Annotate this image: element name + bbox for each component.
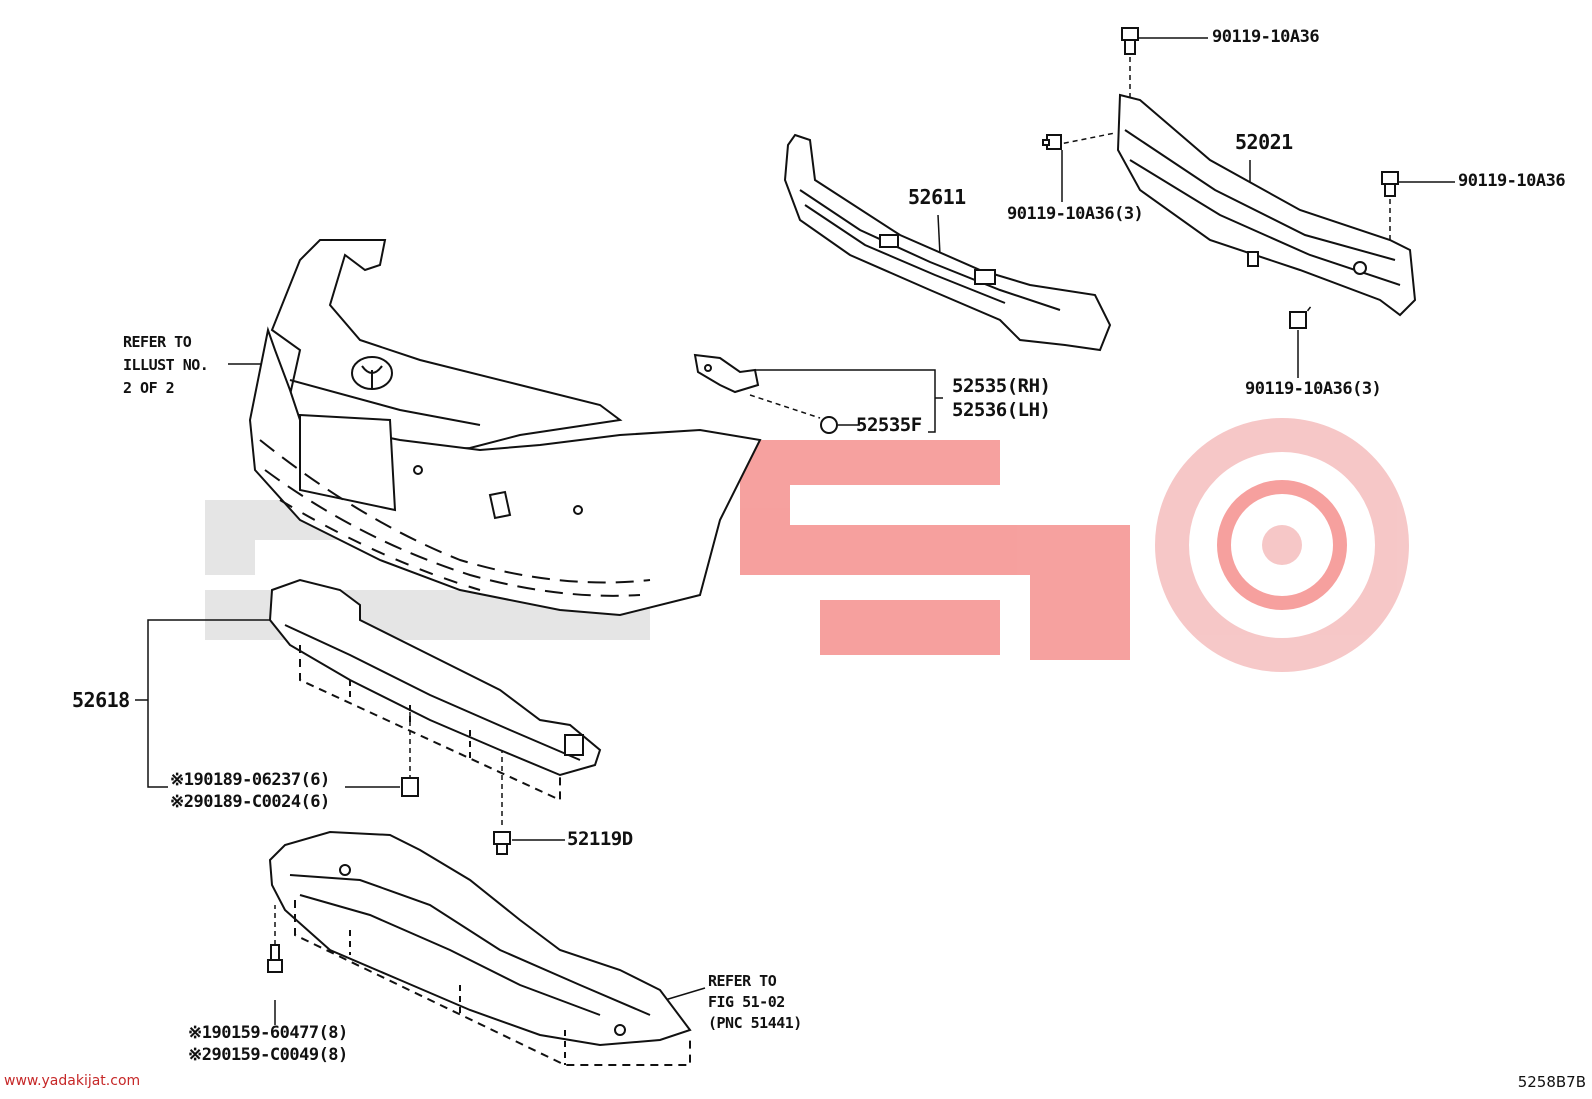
clip-label-2: ※290189-C0024(6) bbox=[170, 792, 330, 812]
refer-illust-line-2: ILLUST NO. bbox=[123, 356, 209, 374]
screw-label-2: ※290159-C0049(8) bbox=[188, 1045, 348, 1065]
bolt-icon bbox=[1042, 134, 1062, 150]
part-label-52535-rh: 52535(RH) bbox=[952, 375, 1051, 397]
bolt-icon bbox=[1289, 311, 1307, 329]
bolt-label-top: 90119-10A36 bbox=[1212, 27, 1320, 47]
bolt-label-bottom: 90119-10A36(3) bbox=[1245, 379, 1382, 399]
nut-icon bbox=[401, 777, 419, 797]
bolt-icon bbox=[1381, 171, 1399, 197]
engine-under-cover bbox=[268, 830, 692, 1066]
leader-lines bbox=[135, 37, 1455, 1025]
refer-fig-line-2: FIG 51-02 bbox=[708, 993, 785, 1011]
part-label-52618: 52618 bbox=[72, 688, 130, 712]
part-label-52535f: 52535F bbox=[856, 414, 922, 436]
lower-absorber-52618 bbox=[268, 578, 602, 802]
clip-label-1: ※190189-06237(6) bbox=[170, 770, 330, 790]
refer-illust-line-1: REFER TO bbox=[123, 333, 192, 351]
part-label-52021: 52021 bbox=[1235, 130, 1293, 154]
energy-absorber-52611 bbox=[783, 133, 1112, 352]
clip-icon bbox=[820, 416, 838, 434]
front-bumper-cover bbox=[248, 239, 762, 617]
part-label-52611: 52611 bbox=[908, 185, 966, 209]
screw-icon bbox=[267, 944, 283, 973]
screw-label-1: ※190159-60477(8) bbox=[188, 1023, 348, 1043]
bolt-icon bbox=[1121, 27, 1139, 55]
bracket-52535 bbox=[693, 353, 760, 394]
refer-fig-line-1: REFER TO bbox=[708, 972, 777, 990]
bolt-label-right: 90119-10A36 bbox=[1458, 171, 1566, 191]
watermark-url: www.yadakijat.com bbox=[4, 1073, 141, 1089]
bolt-label-left: 90119-10A36(3) bbox=[1007, 204, 1144, 224]
part-label-52536-lh: 52536(LH) bbox=[952, 399, 1051, 421]
figure-code: 5258B7B bbox=[1517, 1073, 1586, 1091]
refer-fig-line-3: (PNC 51441) bbox=[708, 1014, 802, 1032]
part-label-52119d: 52119D bbox=[567, 828, 633, 850]
bolt-icon bbox=[493, 831, 511, 855]
refer-illust-line-3: 2 OF 2 bbox=[123, 379, 175, 397]
bumper-reinforcement-52021 bbox=[1116, 93, 1417, 317]
